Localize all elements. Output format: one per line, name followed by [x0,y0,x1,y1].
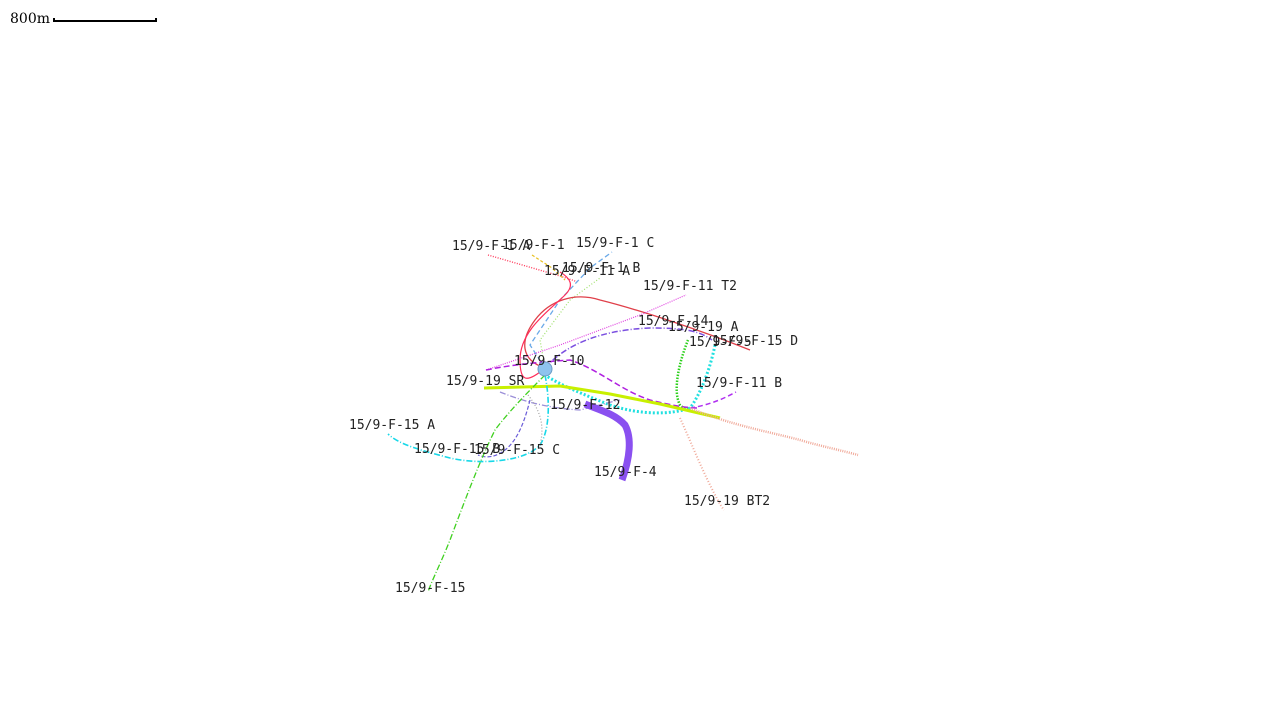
well-path-f10[interactable] [485,359,701,409]
well-label-f12[interactable]: 15/9-F-12 [550,398,620,413]
well-label-f11a[interactable]: 15/9-F-11 A [544,264,630,279]
well-label-f19sr[interactable]: 15/9-19 SR [446,374,524,389]
well-path-f19bt2[interactable] [689,406,859,457]
well-path-f12[interactable] [499,391,621,411]
well-label-f15d[interactable]: 15/9-F-15 D [712,334,798,349]
well-label-f10[interactable]: 15/9-F-10 [514,354,584,369]
well-label-f4[interactable]: 15/9-F-4 [594,465,657,480]
well-path-f11b[interactable] [689,391,737,409]
well-label-f15[interactable]: 15/9-F-15 [395,581,465,596]
well-path-f1[interactable] [531,254,566,281]
scale-line [53,18,157,22]
well-path-f4[interactable] [583,400,633,482]
well-path-f19a[interactable] [544,327,713,369]
well-label-f19a[interactable]: 15/9-19 A [668,320,739,335]
well-path-f11a[interactable] [524,296,751,369]
well-label-f1c[interactable]: 15/9-F-1 C [576,236,654,251]
scale-bar: 800m [10,10,157,28]
well-path-f15c[interactable] [527,394,543,446]
well-label-f5[interactable]: 15/9-F-5 [689,335,752,350]
well-label-f11t2[interactable]: 15/9-F-11 T2 [643,279,737,294]
well-label-f15c[interactable]: 15/9-F-15 C [474,443,560,458]
well-path-f15b[interactable] [477,399,531,458]
well-path-f19sr[interactable] [483,384,721,420]
well-label-f19bt2[interactable]: 15/9-19 BT2 [684,494,770,509]
well-label-f15b[interactable]: 15/9-F-15 B [414,442,500,457]
well-label-f1[interactable]: 15/9-F-1 [502,238,565,253]
well-label-f11b[interactable]: 15/9-F-11 B [696,376,782,391]
well-path-f14[interactable] [519,271,572,379]
platform-marker[interactable] [537,361,553,377]
well-label-f1b[interactable]: 15/9-F-1 B [562,261,640,276]
well-label-f1a[interactable]: 15/9-F-1 A [452,239,530,254]
well-label-f14[interactable]: 15/9-F-14 [638,314,709,329]
well-path-f15[interactable] [427,374,546,593]
well-path-f15a[interactable] [387,374,550,463]
well-path-f15d[interactable] [544,344,717,415]
well-label-f15a[interactable]: 15/9-F-15 A [349,418,435,433]
well-path-f5[interactable] [675,339,691,412]
scale-label: 800m [10,11,50,27]
